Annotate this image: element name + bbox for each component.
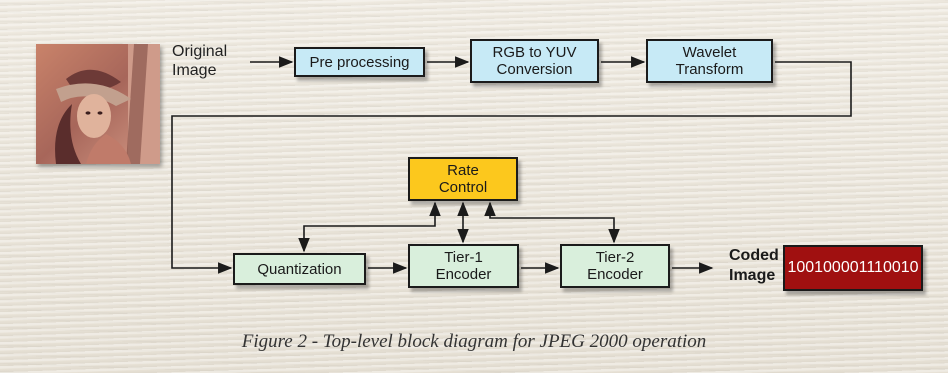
coded-bitstream: 100100001110010	[783, 245, 923, 291]
rate-control-block: Rate Control	[408, 157, 518, 201]
tier2-encoder-block: Tier-2 Encoder	[560, 244, 670, 288]
quantization-block: Quantization	[233, 253, 366, 285]
figure-caption: Figure 2 - Top-level block diagram for J…	[241, 331, 707, 352]
original-image-photo	[36, 44, 160, 164]
wavelet-transform-block: Wavelet Transform	[646, 39, 773, 83]
rgb-to-yuv-block: RGB to YUV Conversion	[470, 39, 599, 83]
arrow-wavelet-to-quantization	[171, 61, 852, 274]
arrow-ratecontrol-quantization	[298, 201, 441, 253]
coded-image-label: Coded Image	[729, 247, 779, 284]
preprocessing-block: Pre processing	[294, 47, 425, 77]
original-image-label: Original Image	[172, 43, 228, 79]
arrow-ratecontrol-tier2	[484, 201, 620, 244]
